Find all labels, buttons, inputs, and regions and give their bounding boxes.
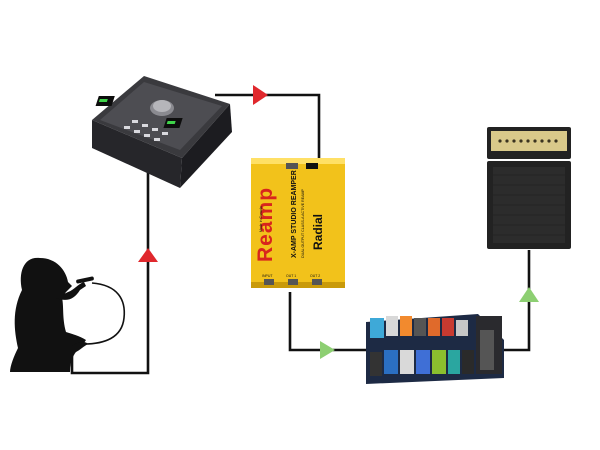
reamp-model: X-AMP STUDIO REAMPER: [291, 170, 298, 258]
cable-pedalboard-to-amp: [504, 250, 531, 352]
reamp-input-label: INPUT: [262, 274, 273, 278]
reamp-box-icon: Reamp X-AMP STUDIO REAMPER DUAL OUTPUT C…: [251, 158, 345, 288]
guitar-amp-icon: [487, 127, 571, 249]
cables: [70, 93, 531, 375]
cable-reamp-to-pedalboard: [288, 292, 368, 352]
arrow-up-red-icon: [138, 248, 158, 262]
arrow-right-green-icon: [320, 341, 335, 359]
singer-icon: [10, 257, 94, 372]
reamp-out2-label: OUT 2: [310, 274, 320, 278]
reamp-subtitle: DUAL OUTPUT CLASS-A ACTIVE REAMP: [301, 189, 305, 258]
cable-singer-to-interface: [70, 160, 150, 375]
audio-interface-icon: [92, 76, 232, 188]
arrow-up-green-icon: [519, 287, 539, 302]
reamp-side-label: Made in Canada: [259, 206, 263, 232]
pedalboard-icon: [366, 314, 504, 384]
mic-cable: [83, 282, 126, 345]
reamp-maker: Radial: [311, 214, 325, 250]
reamp-brand: Reamp: [254, 187, 277, 262]
reamp-out1-label: OUT 1: [286, 274, 296, 278]
cable-interface-to-reamp: [215, 93, 321, 158]
arrow-right-red-icon: [253, 85, 268, 105]
